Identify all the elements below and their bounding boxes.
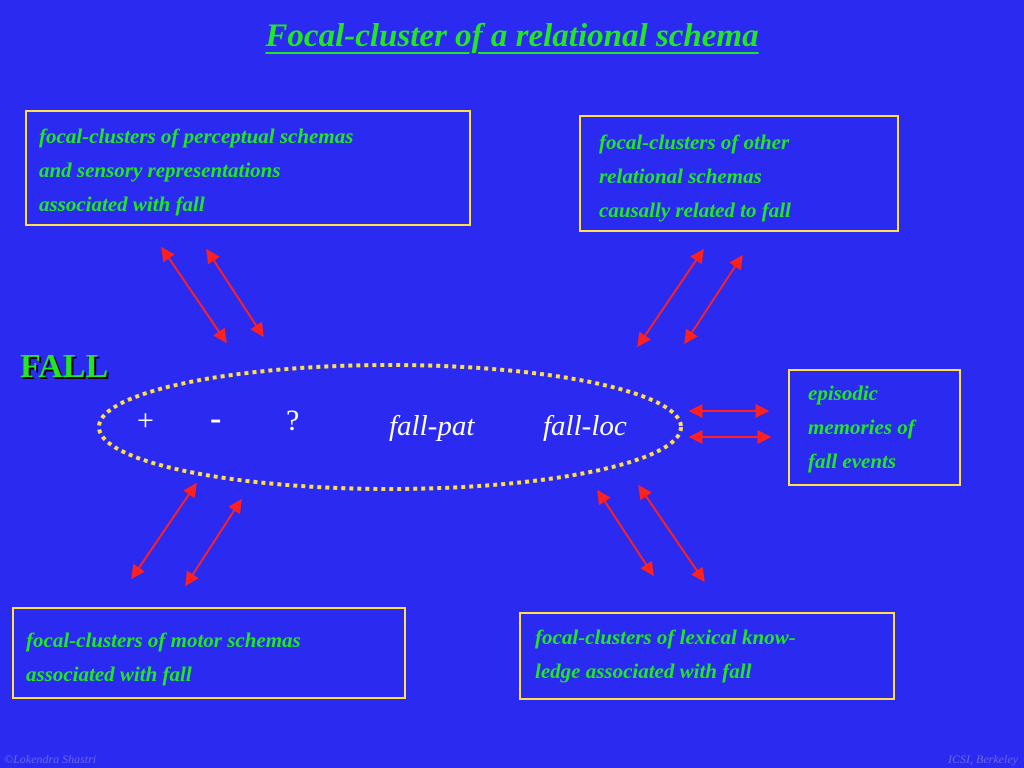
- box-line: associated with fall: [39, 192, 205, 216]
- box-line: associated with fall: [26, 662, 192, 686]
- box-line: fall events: [808, 449, 897, 473]
- footer-author: ©Lokendra Shastri: [4, 752, 97, 766]
- node-plus: +: [137, 404, 154, 437]
- box-line: memories of: [808, 415, 915, 439]
- node-fall-pat: fall-pat: [389, 410, 475, 442]
- arrow-motor-2: [185, 498, 242, 587]
- box-line: relational schemas: [599, 164, 762, 188]
- arrow-perceptual-1: [161, 246, 227, 344]
- box-line: focal-clusters of perceptual schemas: [39, 124, 354, 148]
- box-line: focal-clusters of lexical know-: [535, 625, 796, 649]
- arrow-perceptual-2: [206, 248, 264, 338]
- footer-institution: ICSI, Berkeley: [948, 752, 1018, 766]
- arrow-relational-2: [684, 254, 743, 345]
- arrow-lexical-2: [638, 484, 705, 583]
- lexical-knowledge-box: focal-clusters of lexical know- ledge as…: [519, 612, 895, 700]
- fall-label: FALL: [20, 348, 109, 385]
- motor-schemas-box: focal-clusters of motor schemas associat…: [12, 607, 406, 699]
- slide-title-text: Focal-cluster of a relational schema: [265, 18, 759, 54]
- relational-schemas-box: focal-clusters of other relational schem…: [579, 115, 899, 232]
- box-line: ledge associated with fall: [535, 659, 752, 683]
- arrow-lexical-1: [597, 489, 654, 577]
- slide-title: Focal-cluster of a relational schema: [0, 18, 1024, 55]
- box-line: episodic: [808, 381, 878, 405]
- perceptual-schemas-box: focal-clusters of perceptual schemas and…: [25, 110, 471, 226]
- focal-cluster-ellipse: [97, 363, 683, 491]
- arrow-motor-1: [131, 482, 197, 580]
- node-fall-loc: fall-loc: [543, 410, 627, 442]
- node-question: ?: [286, 404, 300, 437]
- box-line: causally related to fall: [599, 198, 791, 222]
- box-line: and sensory representations: [39, 158, 281, 182]
- node-minus: -: [210, 400, 222, 437]
- box-line: focal-clusters of other: [599, 130, 790, 154]
- box-line: focal-clusters of motor schemas: [26, 628, 301, 652]
- episodic-memories-box: episodic memories of fall events: [788, 369, 961, 486]
